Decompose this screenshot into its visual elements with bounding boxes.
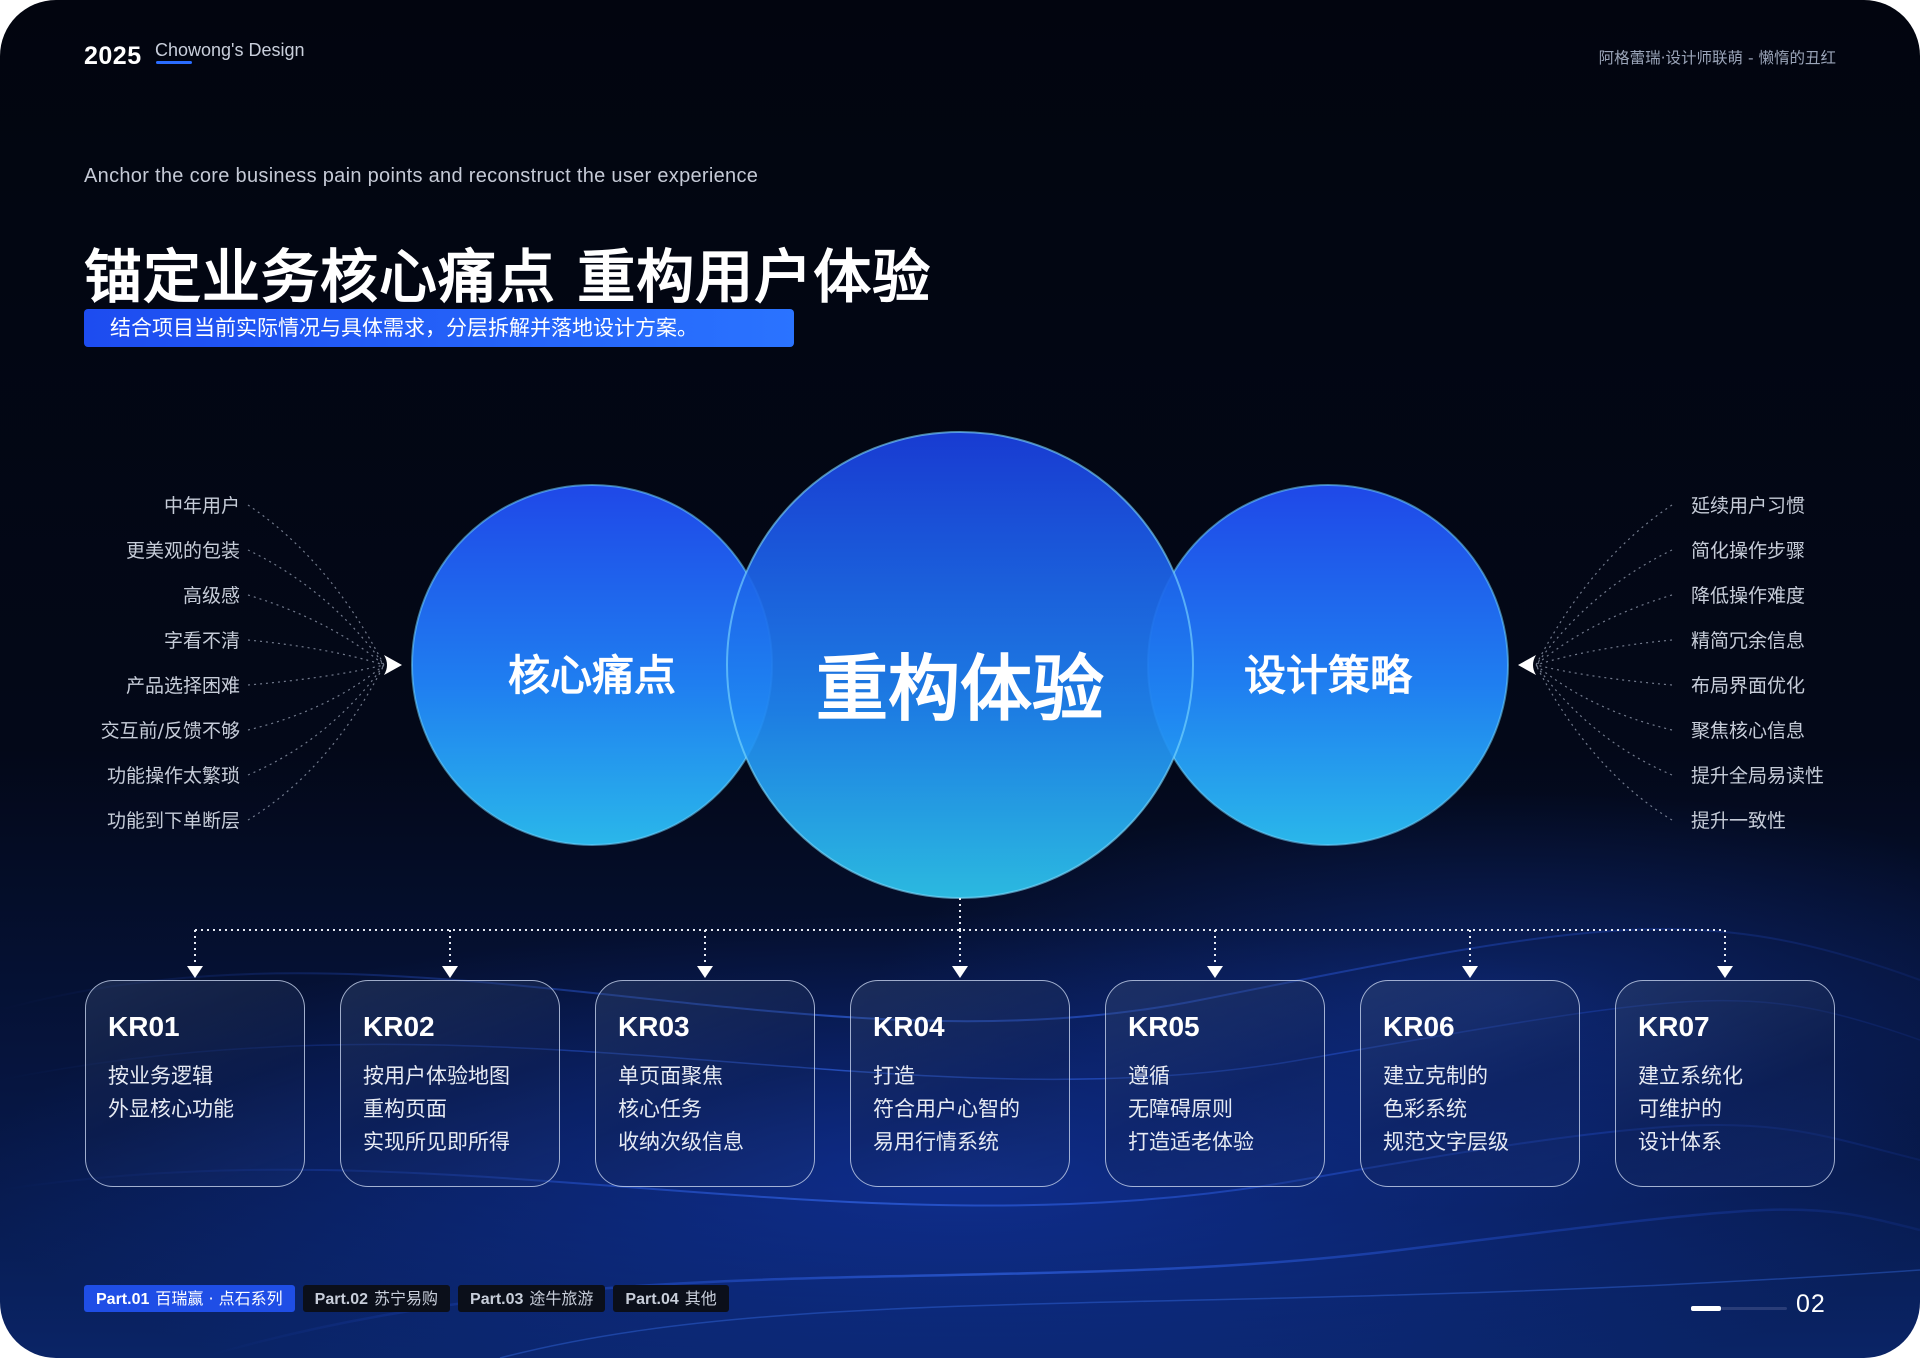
right-fan-lines: [1535, 504, 1673, 821]
kr-line: 规范文字层级: [1383, 1130, 1509, 1154]
strategy-label: 延续用户习惯: [1691, 495, 1806, 517]
pain-point-label: 字看不清: [163, 630, 240, 652]
kr-code: KR05: [1128, 1011, 1200, 1042]
header-year: 2025: [84, 42, 142, 70]
tagline-banner: 结合项目当前实际情况与具体需求，分层拆解并落地设计方案。: [84, 309, 794, 347]
part-number: Part.04: [625, 1291, 679, 1308]
strategy-label: 提升一致性: [1691, 810, 1787, 832]
kr-line: 实现所见即所得: [363, 1130, 510, 1154]
kr-line: 打造适老体验: [1128, 1130, 1254, 1154]
header-author: 阿格蕾瑞·设计师联萌 - 懒惰的丑红: [1598, 49, 1836, 67]
kr-card-07: KR07 建立系统化 可维护的 设计体系: [1615, 980, 1835, 1187]
kr-line: 打造: [873, 1064, 915, 1088]
kr-line: 符合用户心智的: [873, 1097, 1020, 1121]
strategy-label: 降低操作难度: [1691, 585, 1806, 607]
kr-line: 无障碍原则: [1128, 1097, 1233, 1121]
page-progress-track: [1721, 1307, 1787, 1310]
pain-point-label: 功能操作太繁琐: [106, 765, 240, 787]
brand-underline: [156, 61, 192, 64]
english-subtitle: Anchor the core business pain points and…: [84, 165, 759, 187]
kr-line: 外显核心功能: [108, 1097, 234, 1121]
part-label: 其他: [684, 1289, 717, 1308]
kr-connector-lines: [194, 898, 1726, 968]
kr-card-01: KR01 按业务逻辑 外显核心功能: [85, 980, 305, 1187]
kr-code: KR07: [1638, 1011, 1710, 1042]
strategy-label: 布局界面优化: [1691, 675, 1806, 697]
kr-line: 设计体系: [1638, 1130, 1722, 1154]
kr-code: KR06: [1383, 1011, 1455, 1042]
kr-card-06: KR06 建立克制的 色彩系统 规范文字层级: [1360, 980, 1580, 1187]
kr-card-04: KR04 打造 符合用户心智的 易用行情系统: [850, 980, 1070, 1187]
kr-line: 建立系统化: [1638, 1064, 1743, 1088]
footer-part-04[interactable]: Part.04 其他: [613, 1285, 729, 1312]
part-number: Part.02: [314, 1291, 369, 1308]
kr-arrow-icons: [187, 966, 1733, 978]
page-title: 锚定业务核心痛点 重构用户体验: [84, 243, 932, 311]
kr-line: 色彩系统: [1383, 1097, 1467, 1121]
kr-code: KR04: [873, 1011, 945, 1042]
kr-line: 核心任务: [618, 1097, 702, 1121]
kr-card-03: KR03 单页面聚焦 核心任务 收纳次级信息: [595, 980, 815, 1187]
circle-label-pain-points: 核心痛点: [507, 651, 676, 700]
right-fan-arrow-icon: [1518, 655, 1536, 675]
kr-line: 遵循: [1128, 1064, 1170, 1088]
pain-point-label: 产品选择困难: [125, 675, 240, 697]
strategy-label: 精简冗余信息: [1691, 630, 1806, 652]
strategy-label: 简化操作步骤: [1691, 540, 1806, 562]
kr-line: 按用户体验地图: [363, 1064, 510, 1088]
pain-point-label: 高级感: [182, 585, 240, 607]
part-label: 途牛旅游: [529, 1289, 594, 1308]
pain-point-label: 中年用户: [163, 495, 240, 517]
part-label: 百瑞赢 · 点石系列: [155, 1289, 283, 1308]
footer-part-02[interactable]: Part.02 苏宁易购: [302, 1285, 451, 1312]
kr-code: KR01: [108, 1011, 180, 1042]
kr-code: KR02: [363, 1011, 435, 1042]
left-fan-arrow-icon: [384, 655, 402, 675]
header-brand: Chowong's Design: [155, 40, 305, 60]
page-number: 02: [1796, 1290, 1826, 1318]
footer-nav: Part.01 百瑞赢 · 点石系列 Part.02 苏宁易购 Part.03 途牛旅…: [84, 1285, 729, 1312]
pain-point-label: 交互前/反馈不够: [100, 720, 240, 742]
circle-label-strategy: 设计策略: [1243, 651, 1412, 700]
kr-line: 可维护的: [1638, 1097, 1722, 1121]
kr-card-05: KR05 遵循 无障碍原则 打造适老体验: [1105, 980, 1325, 1187]
kr-line: 单页面聚焦: [618, 1064, 723, 1088]
kr-line: 易用行情系统: [873, 1130, 999, 1154]
part-number: Part.01: [96, 1291, 150, 1308]
kr-line: 建立克制的: [1383, 1064, 1488, 1088]
circle-label-rebuild: 重构体验: [815, 647, 1104, 731]
strategy-label: 聚焦核心信息: [1691, 720, 1806, 742]
kr-line: 按业务逻辑: [108, 1064, 213, 1088]
kr-line: 收纳次级信息: [618, 1130, 744, 1154]
kr-code: KR03: [618, 1011, 690, 1042]
footer-part-01[interactable]: Part.01 百瑞赢 · 点石系列: [84, 1285, 295, 1312]
pain-point-label: 更美观的包装: [125, 540, 240, 562]
kr-card-02: KR02 按用户体验地图 重构页面 实现所见即所得: [340, 980, 560, 1187]
left-fan-lines: [247, 504, 385, 821]
strategy-label: 提升全局易读性: [1691, 765, 1825, 787]
pain-point-label: 功能到下单断层: [106, 810, 240, 832]
part-number: Part.03: [470, 1291, 524, 1308]
page-progress-active: [1691, 1306, 1721, 1311]
part-label: 苏宁易购: [374, 1289, 439, 1308]
kr-line: 重构页面: [363, 1097, 447, 1121]
footer-part-03[interactable]: Part.03 途牛旅游: [458, 1285, 606, 1312]
